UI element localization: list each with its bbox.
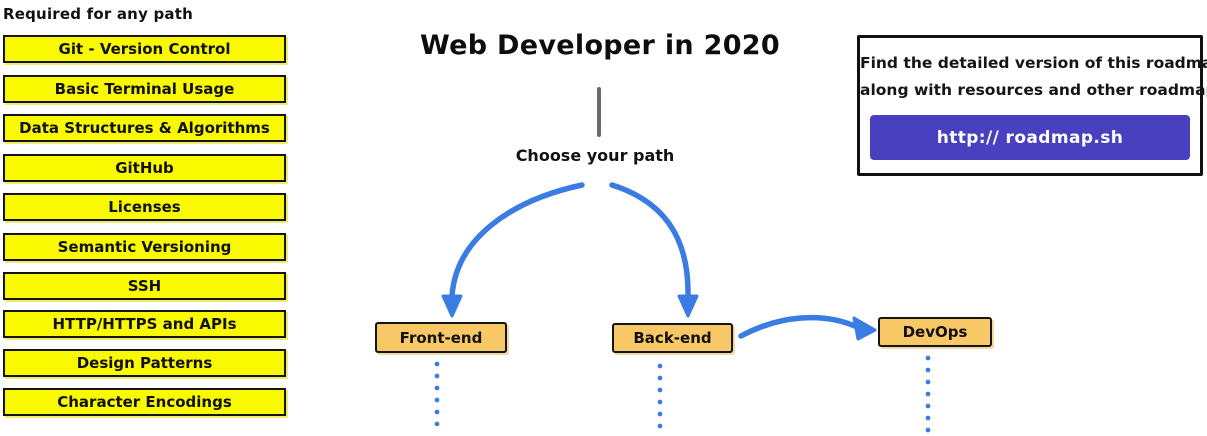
arrow-backend-to-devops-icon	[738, 314, 860, 339]
info-text-line1: Find the detailed version of this roadma…	[860, 54, 1207, 72]
path-node-frontend[interactable]: Front-end	[375, 322, 507, 353]
topic-http-https-apis[interactable]: HTTP/HTTPS and APIs	[3, 310, 286, 338]
topic-github[interactable]: GitHub	[3, 154, 286, 182]
topic-design-patterns[interactable]: Design Patterns	[3, 349, 286, 377]
info-box: Find the detailed version of this roadma…	[857, 35, 1207, 176]
arrow-to-frontend-icon	[449, 182, 585, 299]
frontend-dotted-connector	[434, 358, 440, 426]
topic-semantic-versioning[interactable]: Semantic Versioning	[3, 233, 286, 261]
topic-character-encodings[interactable]: Character Encodings	[3, 388, 286, 416]
title-stem-line	[597, 87, 601, 137]
choose-your-path-label: Choose your path	[515, 146, 675, 165]
arrowhead-backend-icon	[677, 294, 699, 318]
topic-licenses[interactable]: Licenses	[3, 193, 286, 221]
page-title: Web Developer in 2020	[420, 30, 780, 61]
topic-basic-terminal-usage[interactable]: Basic Terminal Usage	[3, 75, 286, 103]
path-node-devops[interactable]: DevOps	[878, 317, 992, 347]
arrowhead-devops-icon	[852, 316, 877, 341]
info-text-line2: along with resources and other roadmaps	[860, 81, 1207, 99]
path-node-backend[interactable]: Back-end	[612, 323, 733, 353]
arrowhead-frontend-icon	[441, 294, 463, 318]
sidebar-heading: Required for any path	[3, 5, 193, 23]
backend-dotted-connector	[657, 360, 663, 432]
topic-data-structures-algorithms[interactable]: Data Structures & Algorithms	[3, 114, 286, 142]
topic-ssh[interactable]: SSH	[3, 272, 286, 300]
roadmap-url-button[interactable]: http:// roadmap.sh	[870, 115, 1190, 160]
arrow-to-backend-icon	[609, 182, 691, 299]
topic-git-version-control[interactable]: Git - Version Control	[3, 35, 286, 63]
devops-dotted-connector	[925, 352, 931, 434]
